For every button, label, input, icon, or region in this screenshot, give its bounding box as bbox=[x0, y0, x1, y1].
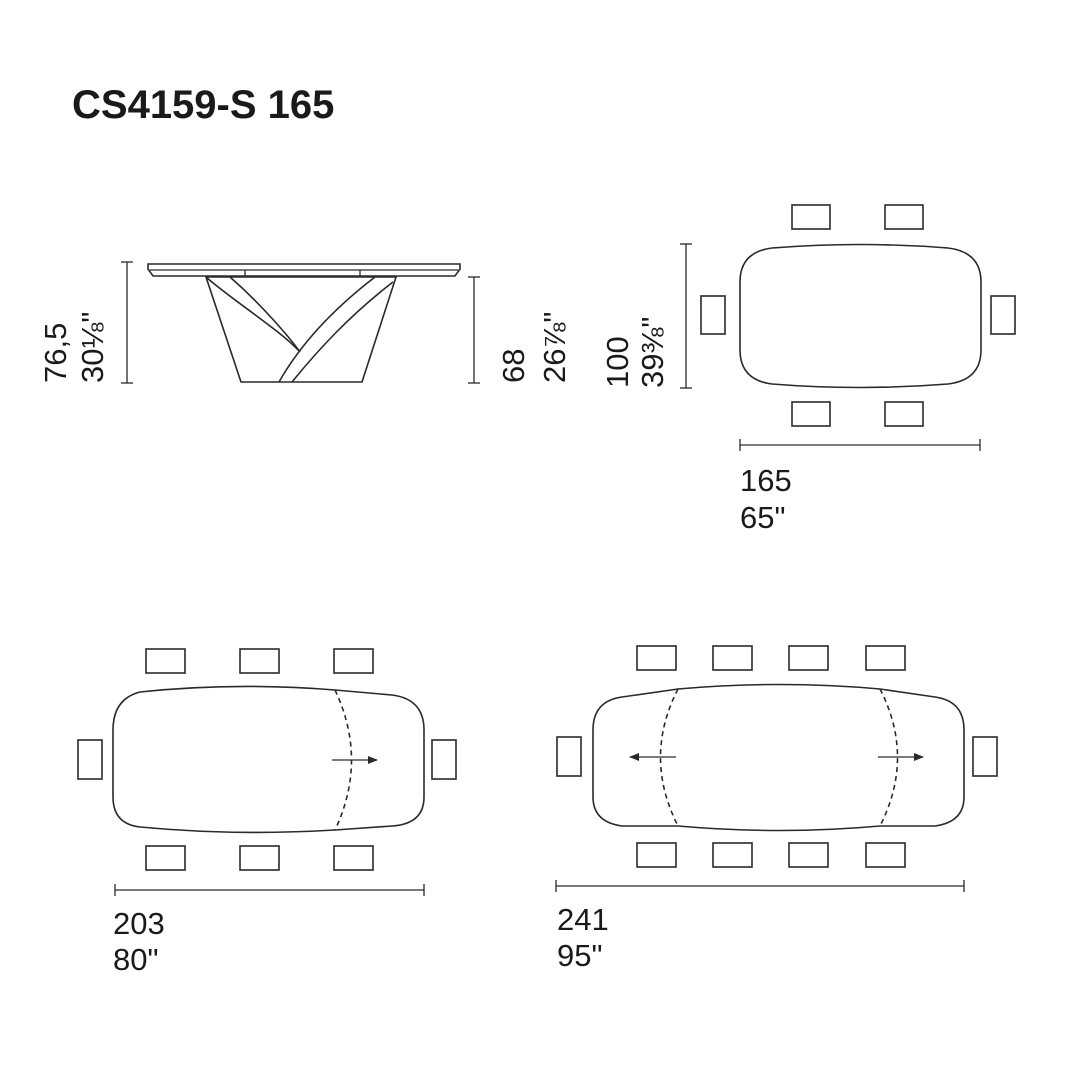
table-base-side bbox=[204, 276, 398, 383]
top-view-extended-one: 203 80" bbox=[77, 648, 457, 977]
depth-dimension-line bbox=[680, 243, 692, 389]
top-view-extended-two: 241 95" bbox=[555, 645, 998, 973]
width-in: 65" bbox=[740, 500, 786, 535]
leg-height-dimension-line bbox=[468, 276, 480, 384]
product-title: CS4159-S 165 bbox=[72, 83, 334, 127]
extended-one-width-line bbox=[114, 884, 425, 896]
total-height-in: 30⅛" bbox=[75, 312, 110, 383]
extended-two-outline bbox=[592, 683, 965, 832]
extended-two-width-in: 95" bbox=[557, 938, 603, 973]
side-view: 76,5 30⅛" 68 26⅞" bbox=[38, 261, 572, 384]
chairs bbox=[77, 648, 457, 871]
leg-height-in: 26⅞" bbox=[537, 312, 572, 383]
total-height-cm: 76,5 bbox=[38, 323, 73, 383]
depth-cm: 100 bbox=[600, 336, 635, 388]
table-top-side bbox=[147, 263, 461, 277]
leg-height-cm: 68 bbox=[496, 349, 531, 383]
width-cm: 165 bbox=[740, 463, 792, 498]
extended-one-width-cm: 203 bbox=[113, 906, 165, 941]
table-top-outline bbox=[739, 243, 982, 389]
top-view-standard: 100 39⅜" 165 65" bbox=[600, 204, 1016, 535]
width-dimension-line bbox=[739, 439, 981, 451]
total-height-dimension-line bbox=[121, 261, 133, 384]
extended-two-width-cm: 241 bbox=[557, 902, 609, 937]
chairs bbox=[556, 645, 998, 868]
extended-two-width-line bbox=[555, 880, 965, 892]
depth-in: 39⅜" bbox=[635, 317, 670, 388]
extended-one-outline bbox=[112, 685, 425, 834]
extended-one-width-in: 80" bbox=[113, 942, 159, 977]
chairs bbox=[700, 204, 1016, 427]
